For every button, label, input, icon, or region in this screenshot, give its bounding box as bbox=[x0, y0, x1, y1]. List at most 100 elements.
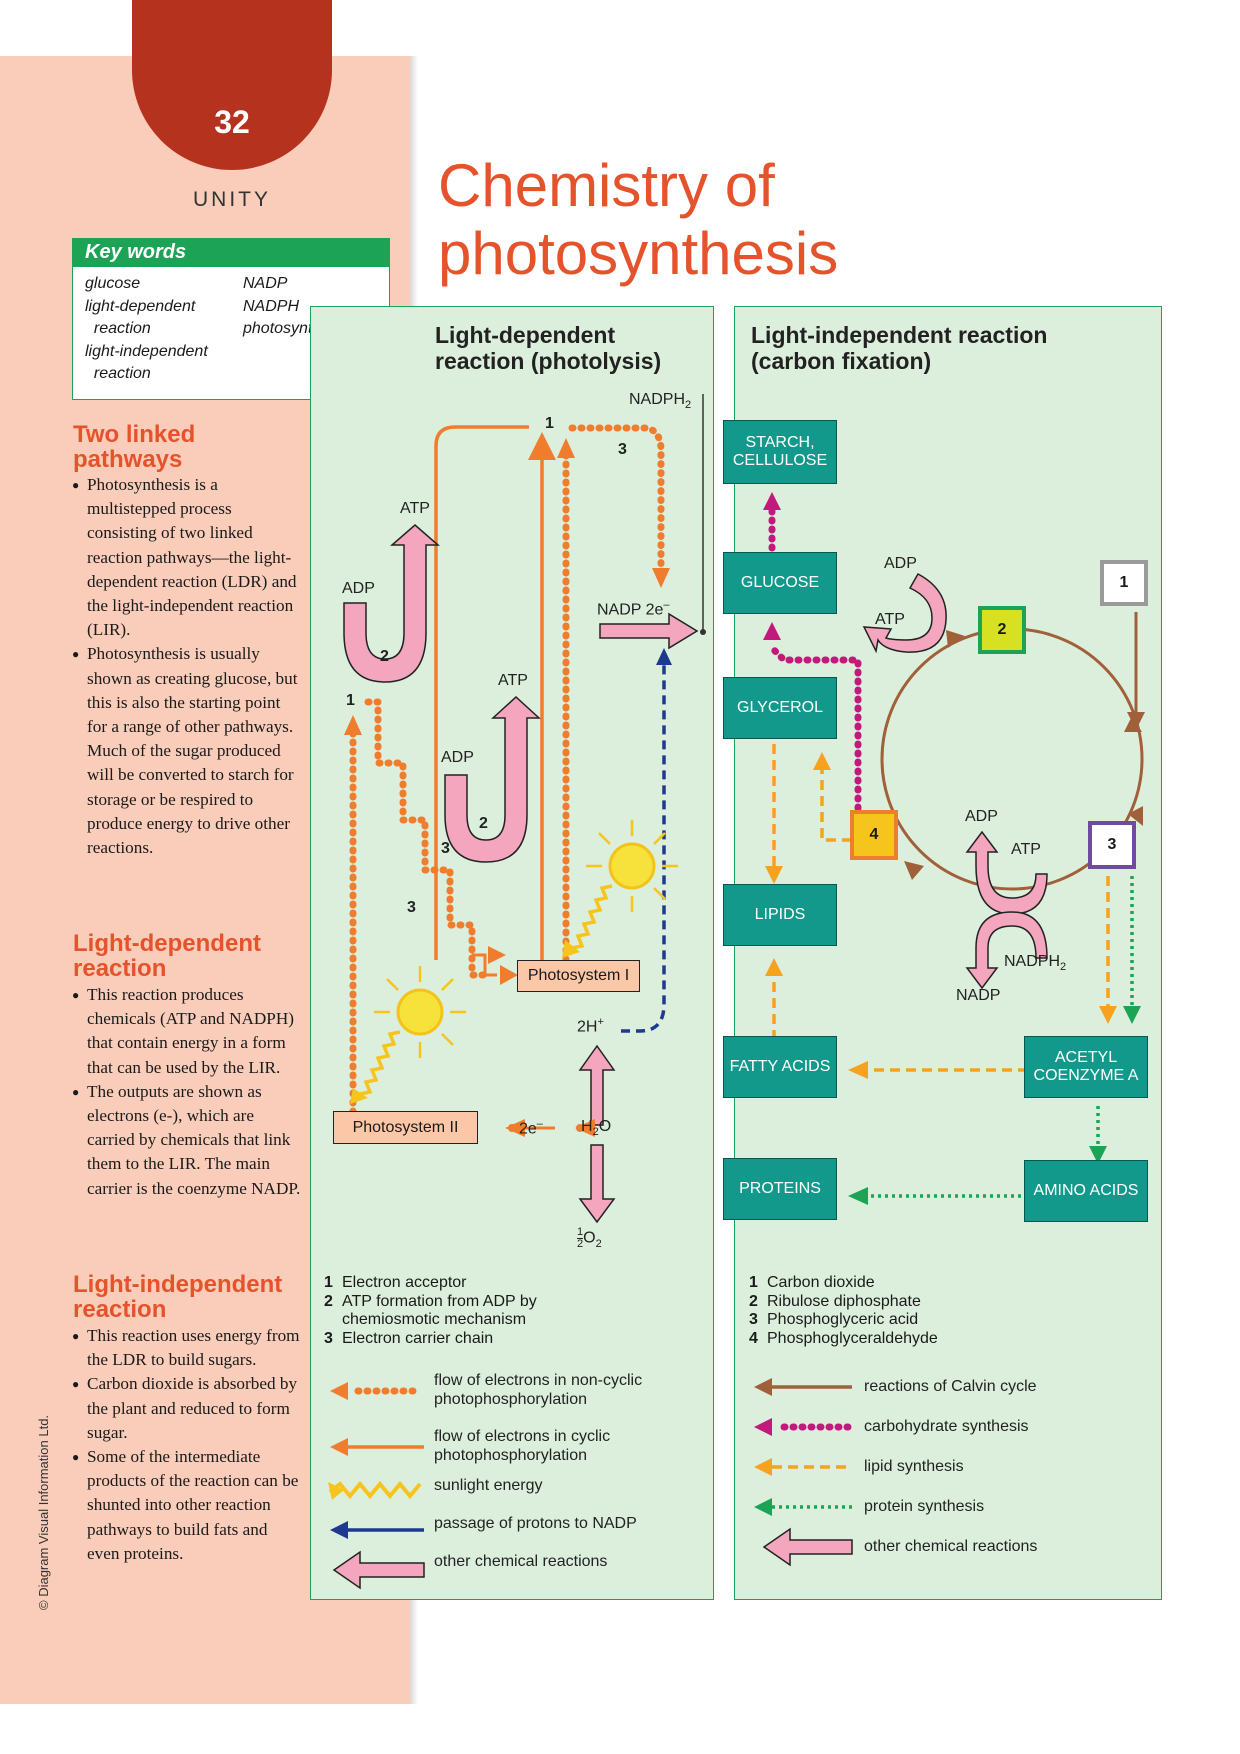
legend-line: sunlight energy bbox=[434, 1477, 543, 1494]
title-line: reaction (photolysis) bbox=[435, 348, 662, 374]
page-number-badge bbox=[132, 0, 332, 170]
page-title: Chemistry of photosynthesis bbox=[438, 152, 838, 288]
note-text: Phosphoglyceraldehyde bbox=[767, 1329, 938, 1347]
bullet: Photosynthesis is usually shown as creat… bbox=[72, 642, 304, 860]
adp-label-1: ADP bbox=[342, 580, 375, 597]
legend-line: flow of electrons in cyclic bbox=[434, 1428, 611, 1445]
legend-proton: passage of protons to NADP bbox=[434, 1515, 637, 1534]
title-line: (carbon fixation) bbox=[751, 348, 932, 374]
bullet: Some of the intermediate products of the… bbox=[72, 1445, 304, 1566]
bullet: This reaction produces chemicals (ATP an… bbox=[72, 983, 304, 1080]
note-text: Electron acceptor bbox=[342, 1274, 467, 1291]
label-text: NADP 2e bbox=[597, 601, 664, 619]
ldr-title: Light-dependent reaction (photolysis) bbox=[435, 322, 661, 374]
label-sub: 2 bbox=[685, 399, 692, 412]
label-text: O bbox=[598, 1118, 612, 1135]
note-text: Carbon dioxide bbox=[767, 1274, 875, 1291]
cycle-box-2: 2 bbox=[978, 606, 1026, 654]
atp-label-1: ATP bbox=[400, 500, 430, 517]
note-num: 1 bbox=[324, 1274, 333, 1291]
bullets-lir: This reaction uses energy from the LDR t… bbox=[72, 1324, 304, 1566]
box-starch: STARCH, CELLULOSE bbox=[723, 420, 837, 484]
legend-sunlight: sunlight energy bbox=[434, 1477, 543, 1496]
heading-line: reaction bbox=[73, 1296, 167, 1323]
note-num: 1 bbox=[749, 1274, 758, 1291]
bullet: This reaction uses energy from the LDR t… bbox=[72, 1324, 304, 1372]
note-row: 4 Phosphoglyceraldehyde bbox=[749, 1330, 938, 1349]
label-sub: 2 bbox=[1060, 961, 1067, 974]
key-words-col1: glucose light-dependent reaction light-i… bbox=[85, 273, 208, 386]
heading-line: Two linked bbox=[73, 421, 196, 448]
label-sub: 2 bbox=[595, 1237, 602, 1250]
legend-cyclic: flow of electrons in cyclic photophospho… bbox=[434, 1428, 610, 1465]
box-line: CELLULOSE bbox=[732, 452, 828, 469]
label-text: NADPH bbox=[1004, 953, 1061, 970]
label-text: 2H bbox=[577, 1018, 598, 1036]
key-word: reaction bbox=[85, 365, 151, 382]
legend-lipid: lipid synthesis bbox=[864, 1458, 964, 1475]
marker-3-low: 3 bbox=[407, 899, 416, 916]
legend-line: photophosphorylation bbox=[434, 1390, 588, 1408]
legend-line: flow of electrons in non-cyclic bbox=[434, 1372, 643, 1389]
legend-line: other chemical reactions bbox=[434, 1553, 608, 1570]
section-heading-lir: Light-independent reaction bbox=[73, 1272, 282, 1322]
bullets-two-linked: Photosynthesis is a multistepped process… bbox=[72, 473, 304, 860]
section-label: UNITY bbox=[193, 188, 271, 211]
box-lipids: LIPIDS bbox=[723, 884, 837, 946]
adp-label-2: ADP bbox=[441, 749, 474, 766]
heading-line: pathways bbox=[73, 446, 183, 473]
note-text: Electron carrier chain bbox=[342, 1329, 494, 1347]
nadph2-label: NADPH2 bbox=[629, 391, 691, 411]
electron-label: 2e– bbox=[519, 1118, 543, 1138]
lir-adp-label-top: ADP bbox=[884, 555, 917, 572]
box-line: LIPIDS bbox=[754, 906, 806, 923]
h-plus-label: 2H+ bbox=[577, 1016, 604, 1036]
bullets-ldr: This reaction produces chemicals (ATP an… bbox=[72, 983, 304, 1201]
legend-other: other chemical reactions bbox=[434, 1553, 607, 1572]
title-line: Light-dependent bbox=[435, 322, 616, 348]
box-amino-acids: AMINO ACIDS bbox=[1024, 1160, 1148, 1222]
box-line: FATTY ACIDS bbox=[729, 1058, 831, 1075]
legend-calvin: reactions of Calvin cycle bbox=[864, 1378, 1037, 1395]
heading-line: reaction bbox=[73, 955, 167, 982]
box-line: GLYCEROL bbox=[737, 699, 823, 716]
note-text: ATP formation from ADP by bbox=[342, 1292, 537, 1310]
note-num: 4 bbox=[749, 1329, 758, 1347]
section-heading-ldr: Light-dependent reaction bbox=[73, 931, 261, 981]
label-text: NADPH bbox=[629, 391, 686, 408]
label-sup: + bbox=[597, 1016, 604, 1028]
photosystem-2: Photosystem II bbox=[333, 1111, 478, 1144]
marker-2-a: 2 bbox=[380, 648, 389, 665]
label-sup: – bbox=[663, 599, 670, 611]
bullet: Carbon dioxide is absorbed by the plant … bbox=[72, 1372, 304, 1445]
legend-other-lir: other chemical reactions bbox=[864, 1538, 1038, 1555]
key-word: light-dependent bbox=[85, 297, 196, 315]
lir-panel bbox=[734, 306, 1162, 1600]
note-row: chemiosmotic mechanism bbox=[324, 1311, 537, 1330]
note-row: 1 Carbon dioxide bbox=[749, 1274, 938, 1293]
label-text: O bbox=[583, 1229, 596, 1247]
note-num: 3 bbox=[749, 1311, 758, 1328]
lir-title: Light-independent reaction (carbon fixat… bbox=[751, 322, 1047, 374]
note-text: chemiosmotic mechanism bbox=[342, 1311, 527, 1328]
box-line: AMINO ACIDS bbox=[1033, 1182, 1139, 1199]
key-words-heading: Key words bbox=[73, 239, 389, 267]
key-word: NADPH bbox=[243, 297, 300, 315]
photosystem-1: Photosystem I bbox=[517, 960, 640, 992]
section-heading-two-linked: Two linked pathways bbox=[73, 422, 195, 472]
copyright: © Diagram Visual Information Ltd. bbox=[36, 1414, 51, 1610]
label-text: H bbox=[581, 1118, 593, 1135]
title-line: Chemistry of bbox=[438, 152, 775, 219]
key-word: glucose bbox=[85, 275, 141, 292]
label-sup: – bbox=[536, 1118, 543, 1130]
box-line: GLUCOSE bbox=[740, 574, 820, 591]
marker-1-left: 1 bbox=[346, 692, 355, 709]
legend-line: passage of protons to NADP bbox=[434, 1515, 637, 1532]
cycle-box-1: 1 bbox=[1100, 560, 1148, 606]
page-number: 32 bbox=[214, 104, 250, 140]
